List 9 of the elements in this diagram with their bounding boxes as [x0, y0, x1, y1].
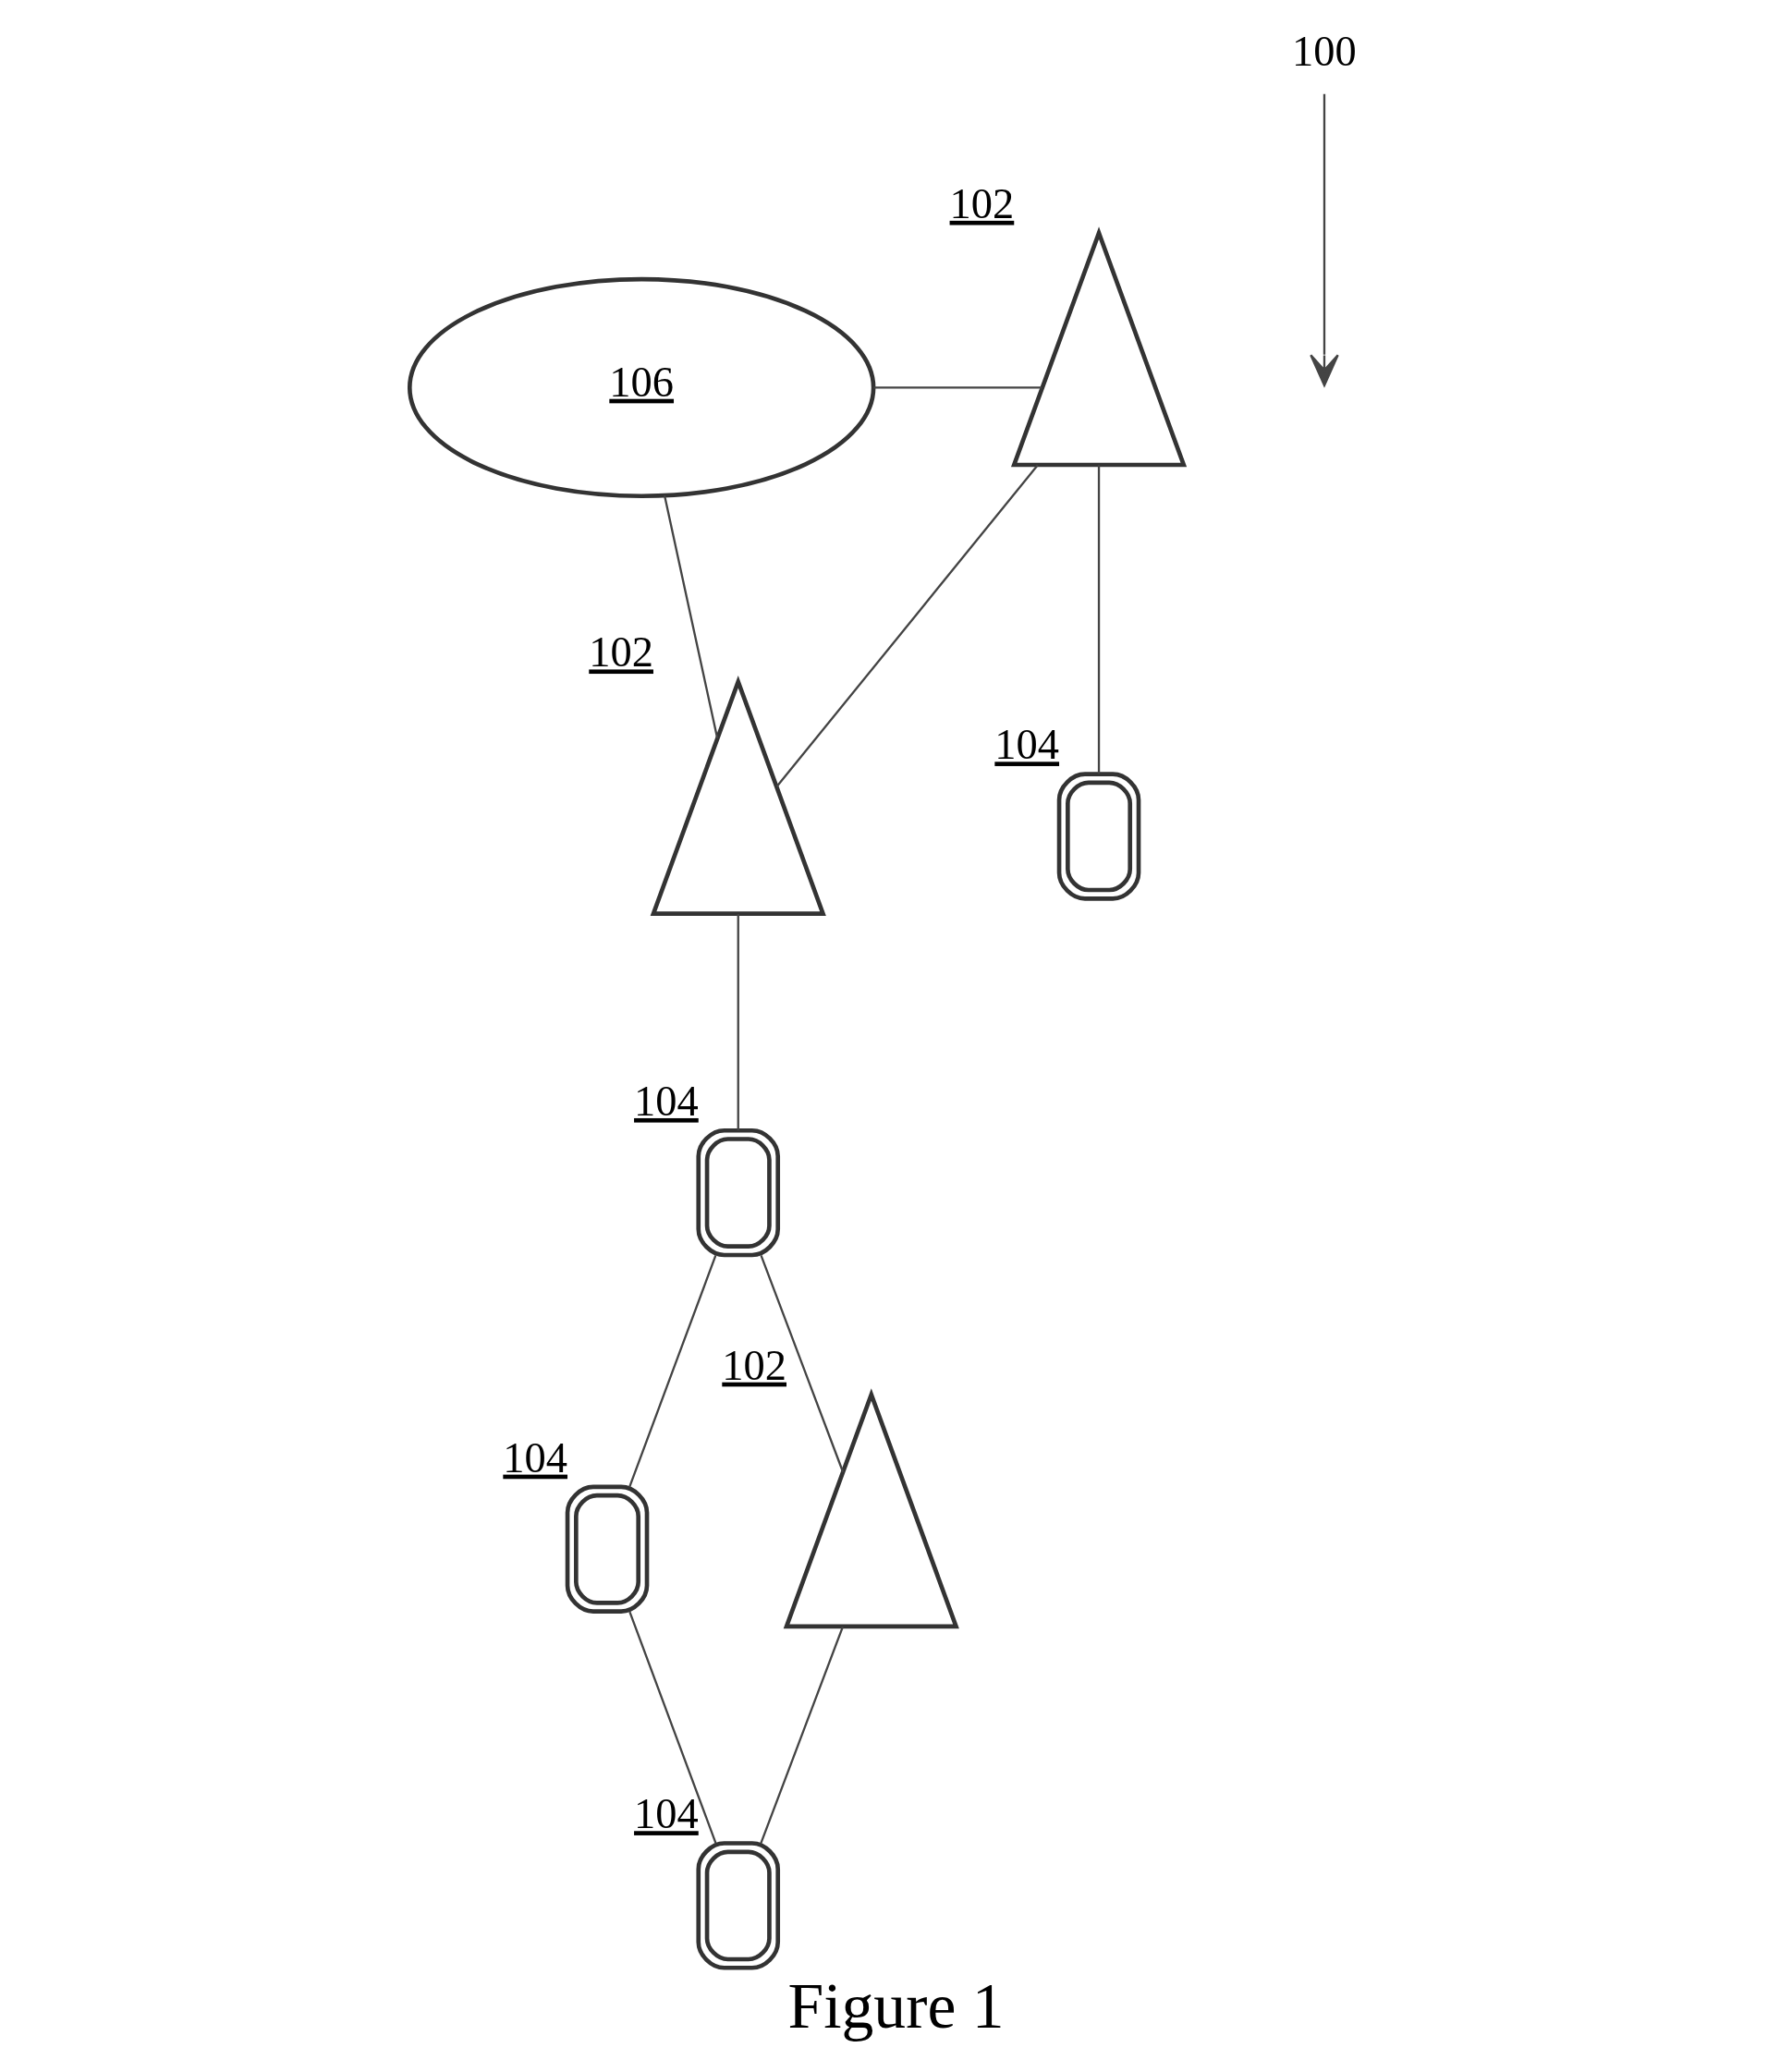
node-label: 104	[994, 721, 1060, 769]
node-label: 102	[722, 1341, 787, 1389]
node-label: 102	[589, 628, 653, 676]
caption: Figure 1	[787, 1970, 1005, 2042]
node-label: 104	[503, 1433, 568, 1481]
node-label: 104	[634, 1077, 699, 1125]
node-label: 102	[949, 179, 1015, 227]
node-text: 100	[1292, 27, 1357, 75]
node-label: 104	[634, 1790, 699, 1838]
